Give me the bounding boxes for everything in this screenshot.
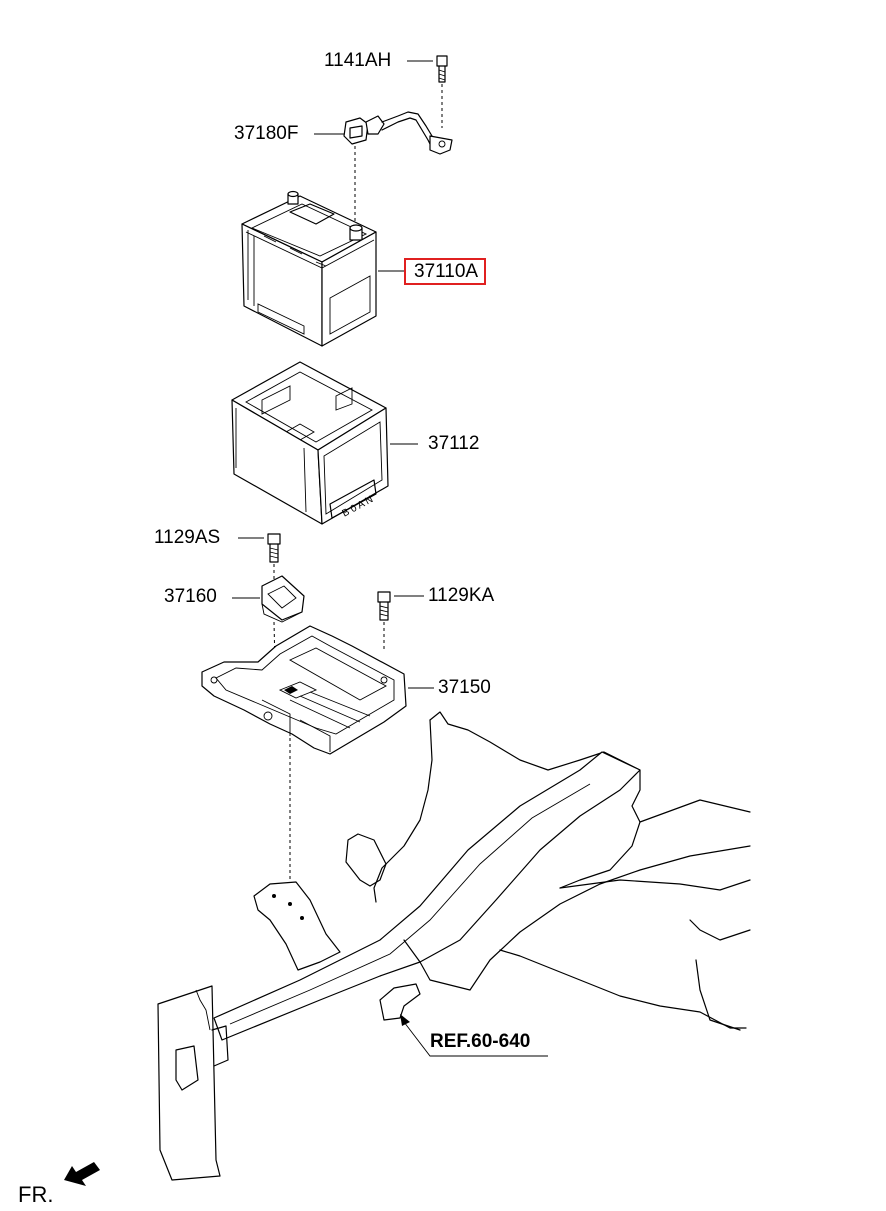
label-1129as: 1129AS: [154, 527, 221, 548]
label-37180f: 37180F: [234, 123, 299, 144]
clamp-37160: [261, 575, 305, 623]
label-37150: 37150: [438, 677, 491, 698]
label-front: FR.: [18, 1182, 54, 1207]
ref-leader: [400, 1014, 548, 1057]
bolt-1129ka: [377, 591, 391, 621]
battery-cover-37112: B 0 A N: [231, 361, 389, 525]
front-arrow-icon: [64, 1162, 100, 1186]
label-ref: REF.60-640: [430, 1031, 531, 1052]
label-37160: 37160: [164, 586, 217, 607]
label-37112: 37112: [428, 433, 480, 454]
battery-tray-37150: [201, 625, 407, 755]
bolt-1141ah: [436, 55, 448, 83]
label-1141ah: 1141AH: [324, 50, 392, 71]
label-1129ka: 1129KA: [428, 585, 495, 606]
battery-cable-37180f: [343, 111, 453, 155]
battery-37110a: [241, 190, 377, 347]
bolt-1129as: [267, 533, 281, 563]
label-37110a: 37110A: [404, 258, 487, 285]
vehicle-body-reference: [157, 711, 751, 1181]
